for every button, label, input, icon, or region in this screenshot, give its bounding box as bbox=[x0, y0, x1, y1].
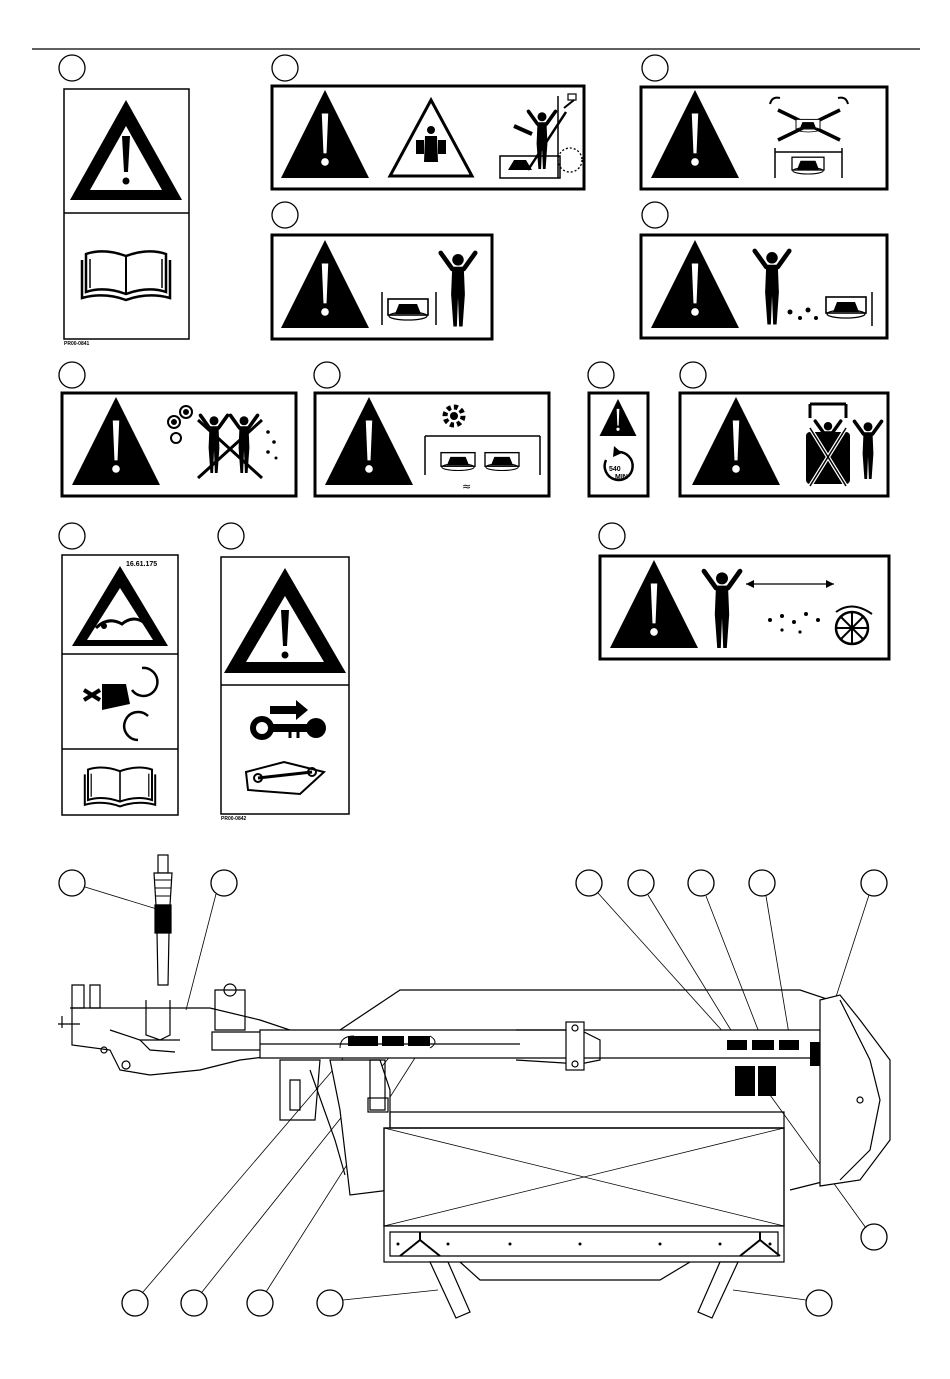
decal-children-away bbox=[62, 393, 296, 496]
decal-safe-distance bbox=[600, 556, 889, 659]
skids bbox=[430, 1262, 738, 1318]
decal-rotating-blades: ≈ bbox=[315, 393, 549, 496]
mower-machine-drawing bbox=[58, 855, 890, 1318]
decal-code-manual: PR00-0841 bbox=[64, 341, 90, 347]
decal-no-person-under-load bbox=[680, 393, 888, 496]
decal-read-manual: PR00-0841 bbox=[64, 89, 189, 347]
gearbox bbox=[280, 1060, 390, 1195]
pto-shaft bbox=[154, 855, 172, 985]
hazard-part-number: 16.61.175 bbox=[126, 561, 157, 568]
decal-keep-clear-tractor bbox=[272, 86, 584, 189]
approx-symbol: ≈ bbox=[462, 480, 471, 493]
decal-remove-key: PR00-0842 bbox=[221, 557, 349, 822]
pto-speed-value: 540 bbox=[609, 466, 621, 473]
cutter-deck bbox=[384, 1112, 784, 1280]
decal-folding-hazard bbox=[641, 87, 887, 189]
decal-thrown-objects bbox=[641, 235, 887, 338]
pto-speed-unit: MIN bbox=[615, 474, 628, 481]
decal-entanglement: 16.61.175 bbox=[62, 555, 178, 815]
decal-pto-speed: 540 MIN bbox=[589, 393, 648, 496]
decal-code-key: PR00-0842 bbox=[221, 816, 247, 822]
decal-keep-away-mower bbox=[272, 235, 492, 339]
